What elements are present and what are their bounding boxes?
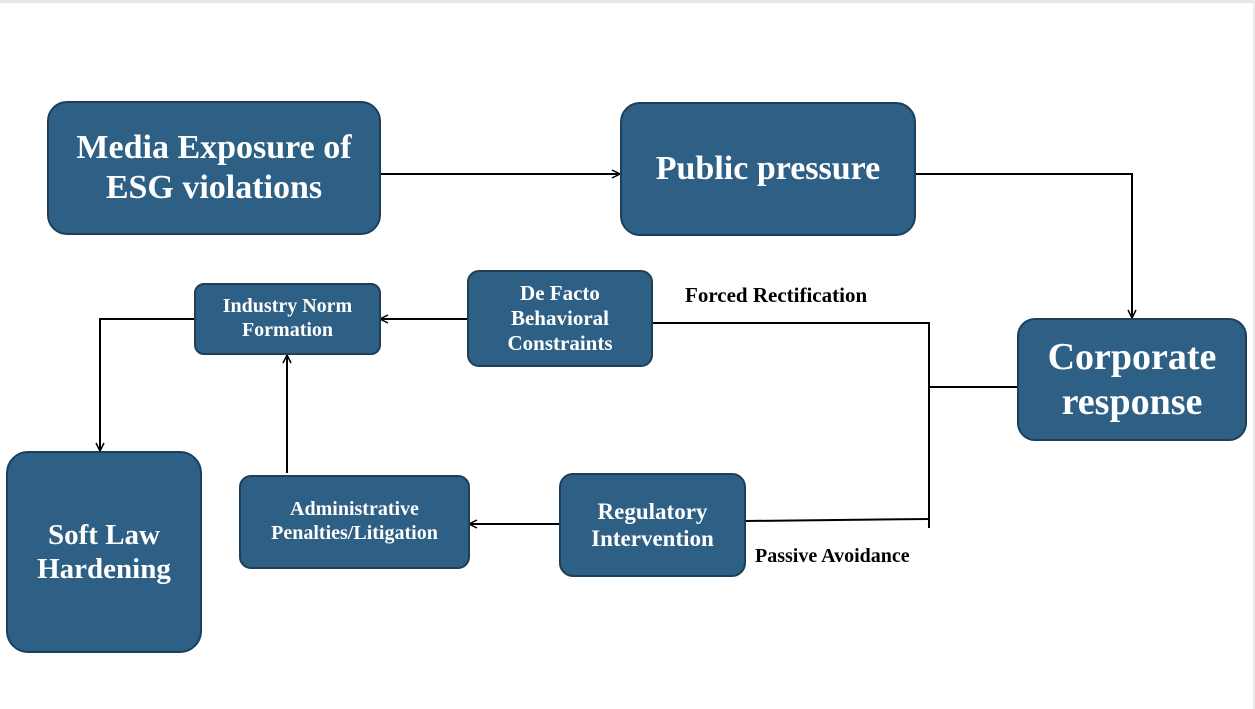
label-passive-avoidance: Passive Avoidance (755, 545, 910, 567)
node-soft-law-hardening: Soft Law Hardening (6, 451, 202, 653)
node-public-pressure: Public pressure (620, 102, 916, 236)
node-regulatory-intervention-label: Regulatory Intervention (591, 498, 714, 551)
label-forced-rectification: Forced Rectification (685, 283, 868, 307)
arrow-industry-to-softlaw (100, 318, 194, 451)
node-public-pressure-label: Public pressure (655, 149, 881, 187)
node-industry-norm-label: Industry Norm Formation (222, 295, 353, 341)
node-admin-penalties-label: Administrative Penalties/Litigation (271, 498, 438, 544)
node-admin-penalties: Administrative Penalties/Litigation (239, 475, 470, 569)
node-media-exposure-label: Media Exposure of ESG violations (76, 128, 352, 206)
node-de-facto-constraints-label: De Facto Behavioral Constraints (507, 281, 613, 355)
node-corporate-response-label: Corporate response (1047, 335, 1217, 423)
node-de-facto-constraints: De Facto Behavioral Constraints (467, 270, 653, 367)
node-media-exposure: Media Exposure of ESG violations (47, 101, 381, 235)
node-regulatory-intervention: Regulatory Intervention (559, 473, 746, 577)
right-border (1253, 0, 1255, 709)
node-corporate-response: Corporate response (1017, 318, 1247, 441)
top-border (0, 0, 1255, 3)
node-soft-law-hardening-label: Soft Law Hardening (37, 518, 171, 585)
node-industry-norm: Industry Norm Formation (194, 283, 381, 355)
line-passive-avoidance (744, 518, 930, 522)
arrow-public-to-corporate (916, 173, 1132, 318)
